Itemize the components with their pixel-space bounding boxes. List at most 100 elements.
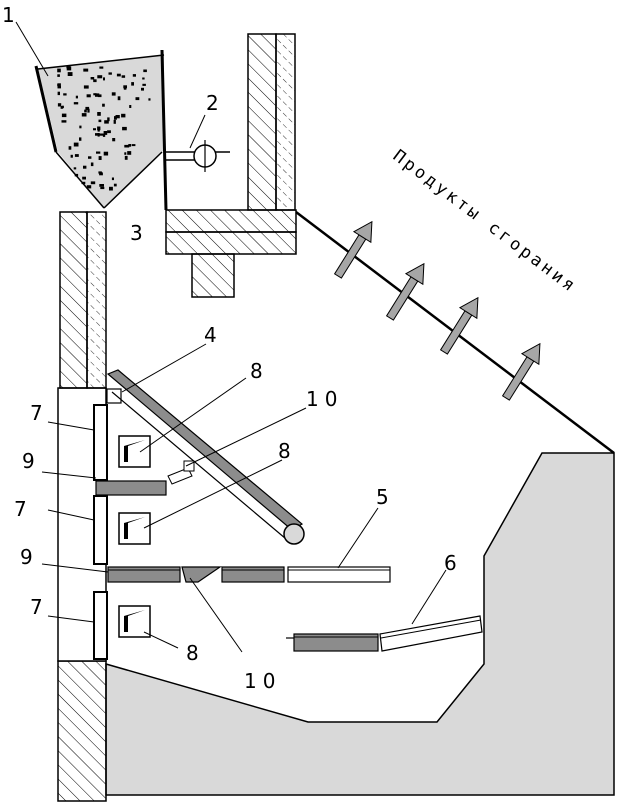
fuel-particle: [75, 95, 78, 99]
fuel-particle: [103, 151, 109, 156]
fuel-particle: [117, 96, 121, 101]
fuel-particle: [90, 181, 96, 185]
fuel-particle: [73, 142, 79, 147]
fuel-particle: [81, 113, 87, 117]
label-10-bot: 10: [244, 669, 281, 693]
fuel-particle: [57, 85, 61, 89]
beam-lower: [165, 231, 297, 255]
label-8-top: 8: [250, 359, 263, 383]
fuel-particle: [107, 117, 110, 122]
fuel-particle: [102, 134, 106, 137]
feeder-valve: [166, 114, 230, 172]
fuel-particle: [129, 105, 132, 108]
label-6: 6: [444, 551, 457, 575]
fuel-particle: [124, 152, 127, 155]
fuel-particle: [66, 66, 72, 71]
air-nozzle-8-top: [118, 435, 151, 468]
fuel-particle: [131, 144, 136, 147]
horizontal-grate-row: [107, 566, 391, 583]
fuel-particle: [96, 151, 101, 154]
fuel-particle: [124, 155, 128, 160]
door-plate-7-top: [93, 404, 108, 481]
fuel-particle: [81, 181, 86, 185]
fuel-particle: [123, 86, 127, 90]
fuel-particle: [124, 144, 130, 148]
fuel-particle: [83, 165, 87, 169]
fuel-particles: [57, 66, 151, 191]
fuel-particle: [111, 177, 114, 181]
fuel-particle: [60, 106, 63, 109]
fuel-particle: [132, 74, 136, 77]
fuel-particle: [70, 154, 73, 158]
fuel-particle: [108, 72, 112, 75]
fuel-particle: [128, 144, 132, 147]
fuel-particle: [100, 186, 105, 190]
fuel-particle: [99, 66, 104, 69]
fuel-particle: [141, 87, 144, 91]
beam-block: [191, 253, 235, 298]
label-9-bot: 9: [20, 545, 33, 569]
fuel-particle: [93, 79, 97, 83]
beam-upper: [165, 209, 297, 233]
fuel-particle: [97, 112, 101, 116]
fuel-particle: [57, 91, 60, 96]
fuel-particle: [99, 184, 104, 187]
fuel-particle: [121, 75, 126, 78]
pusher-bar-9-top: [95, 480, 167, 496]
fuel-particle: [115, 115, 120, 119]
combustion-arrows: [333, 220, 541, 401]
fuel-particle: [148, 98, 151, 101]
fuel-particle: [102, 103, 105, 107]
label-8-mid: 8: [278, 439, 291, 463]
fuel-particle: [85, 106, 90, 110]
left-wall-upper: [59, 211, 88, 389]
fuel-particle: [88, 156, 92, 159]
fuel-particle: [73, 167, 77, 170]
furnace-bottom: [105, 452, 615, 796]
fuel-particle: [63, 93, 67, 96]
fuel-particle: [111, 92, 116, 96]
fuel-particle: [57, 74, 60, 77]
fuel-particle: [79, 125, 82, 129]
fuel-particle: [74, 154, 79, 157]
label-5: 5: [376, 485, 389, 509]
air-nozzle-8-mid: [118, 512, 151, 545]
fuel-particle: [83, 68, 89, 72]
fuel-particle: [57, 83, 60, 87]
label-7-bot: 7: [30, 595, 43, 619]
fuel-particle: [57, 68, 61, 73]
fuel-particle: [90, 77, 95, 80]
fuel-particle: [109, 186, 113, 191]
fuel-particle: [142, 83, 146, 86]
fuel-particle: [113, 119, 116, 124]
fuel-particle: [97, 94, 102, 98]
fuel-hopper: [38, 55, 164, 208]
label-9-top: 9: [22, 449, 35, 473]
leader-lines: [15, 21, 447, 653]
fuel-particle: [61, 113, 67, 118]
fuel-particle: [103, 77, 105, 81]
fuel-particle: [107, 130, 111, 134]
fuel-particle: [61, 120, 67, 123]
fuel-particle: [104, 120, 109, 124]
fuel-particle: [93, 128, 96, 131]
fuel-particle: [79, 137, 82, 141]
fuel-particle: [67, 72, 73, 76]
fuel-particle: [99, 171, 102, 175]
fuel-particle: [74, 173, 79, 177]
fuel-particle: [98, 119, 102, 123]
fuel-particle: [97, 126, 101, 131]
fuel-particle: [142, 77, 145, 80]
fuel-particle: [122, 126, 127, 131]
fuel-particle: [113, 183, 117, 187]
label-8-bot: 8: [186, 641, 199, 665]
fuel-particle: [86, 185, 92, 189]
left-wall-lower: [57, 660, 107, 802]
label-3: 3: [130, 221, 143, 245]
fuel-particle: [93, 93, 97, 96]
fuel-particle: [98, 156, 102, 160]
chimney-wall-outer: [247, 33, 277, 211]
fuel-particle: [82, 176, 86, 180]
fuel-particle: [68, 146, 72, 150]
arrow-icon: [385, 262, 425, 321]
